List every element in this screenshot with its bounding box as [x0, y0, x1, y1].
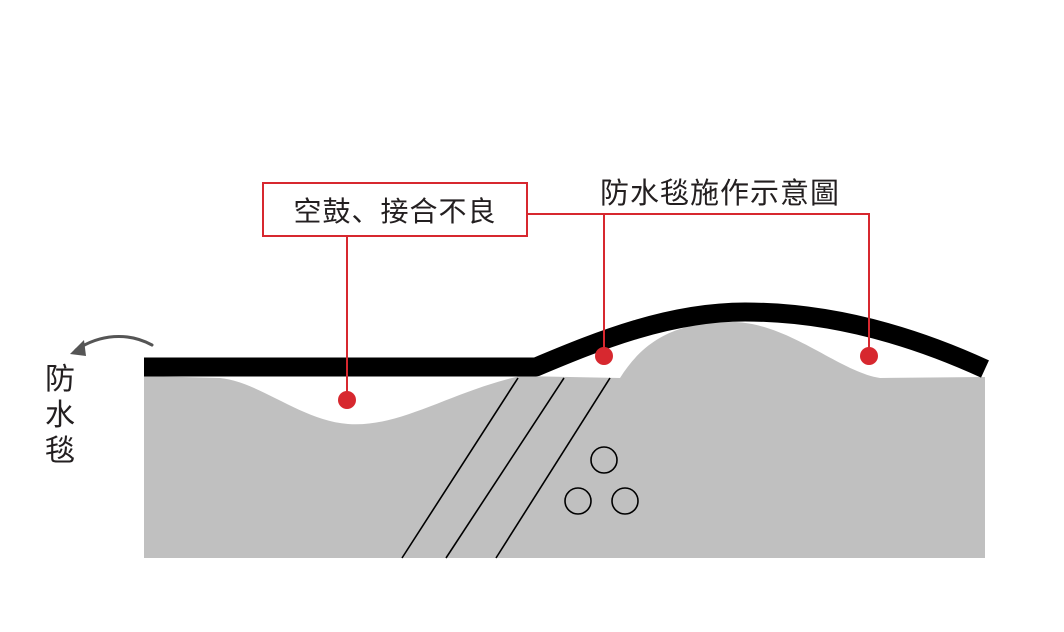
waterproof-membrane: [144, 302, 989, 378]
callout-line: [527, 213, 870, 356]
defect-marker: [860, 347, 878, 365]
defect-label: 空鼓、接合不良: [293, 194, 497, 228]
defect-callout-box: 空鼓、接合不良: [262, 182, 528, 237]
defect-marker: [595, 347, 613, 365]
diagram-title: 防水毯施作示意圖: [600, 176, 841, 210]
aggregate-circle: [590, 446, 618, 474]
curved-arrow-left-icon: [70, 335, 154, 356]
defect-marker: [338, 391, 356, 409]
membrane-label: 防水毯: [45, 362, 75, 469]
crack-line: [495, 377, 611, 559]
substrate-base: [144, 322, 985, 558]
aggregate-circle: [564, 487, 592, 515]
aggregate-circle: [611, 487, 639, 515]
crack-line: [401, 377, 519, 559]
crack-line: [445, 377, 565, 559]
